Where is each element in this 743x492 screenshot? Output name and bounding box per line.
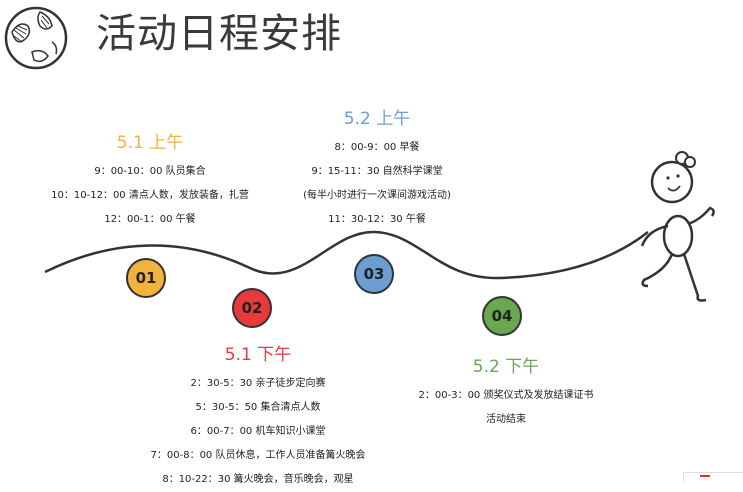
schedule-may1-pm: 5.1 下午 2：30-5：30 亲子徒步定向赛 5：30-5：50 集合清点人… xyxy=(138,344,378,492)
page-title: 活动日程安排 xyxy=(96,11,342,57)
schedule-item: 9：00-10：00 队员集合 xyxy=(94,166,206,177)
node-label: 04 xyxy=(491,307,513,325)
section-heading: 5.1 下午 xyxy=(224,345,292,365)
node-label: 02 xyxy=(241,299,263,317)
timeline-node-04: 04 xyxy=(482,296,522,336)
schedule-item: 2：00-3：00 颁奖仪式及发放结课证书 xyxy=(418,390,594,401)
timeline-wave xyxy=(44,230,649,280)
schedule-may2-am: 5.2 上午 8：00-9：00 早餐 9：15-11：30 自然科学课堂 (每… xyxy=(277,108,477,232)
globe-sketch-icon xyxy=(4,6,68,70)
schedule-item: 5：30-5：50 集合清点人数 xyxy=(195,402,321,413)
schedule-item: (每半小时进行一次课间游戏活动) xyxy=(303,190,451,201)
schedule-item: 活动结束 xyxy=(486,414,526,425)
schedule-item: 8：10-22：30 篝火晚会，音乐晚会，观星 xyxy=(162,474,354,485)
running-stick-figure-icon xyxy=(640,151,715,302)
schedule-item: 7：00-8：00 队员休息，工作人员准备篝火晚会 xyxy=(150,450,366,461)
node-label: 03 xyxy=(363,265,385,283)
timeline-node-01: 01 xyxy=(126,258,166,298)
schedule-item: 2：30-5：30 亲子徒步定向赛 xyxy=(190,378,326,389)
timeline-node-03: 03 xyxy=(354,254,394,294)
node-label: 01 xyxy=(135,269,157,287)
section-heading: 5.2 上午 xyxy=(343,109,411,129)
timeline-node-02: 02 xyxy=(232,288,272,328)
schedule-item: 11：30-12：30 午餐 xyxy=(328,214,426,225)
schedule-item: 6：00-7：00 机车知识小课堂 xyxy=(190,426,326,437)
schedule-may1-am: 5.1 上午 9：00-10：00 队员集合 10：10-12：00 清点人数，… xyxy=(40,132,260,232)
schedule-item: 10：10-12：00 清点人数，发放装备，扎营 xyxy=(51,190,249,201)
schedule-may2-pm: 5.2 下午 2：00-3：00 颁奖仪式及发放结课证书 活动结束 xyxy=(406,356,606,432)
section-heading: 5.2 下午 xyxy=(472,357,540,377)
section-heading: 5.1 上午 xyxy=(116,133,184,153)
schedule-item: 8：00-9：00 早餐 xyxy=(334,142,420,153)
schedule-item: 9：15-11：30 自然科学课堂 xyxy=(311,166,443,177)
schedule-item: 12：00-1：00 午餐 xyxy=(104,214,196,225)
corner-fragment xyxy=(683,472,743,482)
